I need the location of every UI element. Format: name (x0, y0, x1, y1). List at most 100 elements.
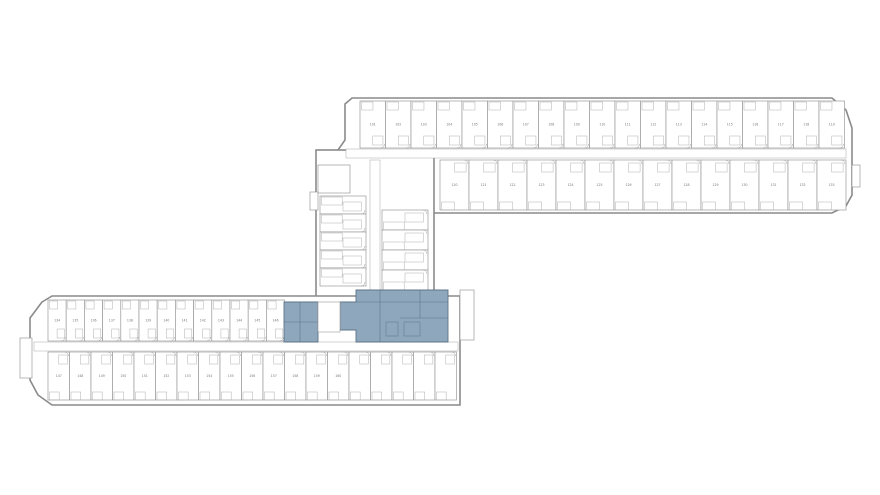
guest-room: 159 (305, 351, 328, 401)
room-number: 157 (271, 374, 277, 378)
room-number: 142 (200, 319, 206, 323)
room-number: 119 (829, 123, 835, 127)
entry-steps-left (309, 191, 319, 211)
guest-room: 104 (436, 100, 463, 149)
guest-room (319, 267, 367, 287)
room-number: 153 (185, 374, 191, 378)
entry-steps-lower-left (19, 337, 33, 379)
guest-room: 101 (359, 100, 386, 149)
guest-room: 129 (700, 159, 731, 211)
guest-room (391, 351, 414, 401)
room-number: 154 (206, 374, 212, 378)
guest-room: 105 (461, 100, 488, 149)
room-number: 152 (163, 374, 169, 378)
guest-room: 102 (385, 100, 412, 149)
guest-room: 136 (84, 299, 103, 342)
guest-room: 132 (787, 159, 818, 211)
room-number: 143 (218, 319, 224, 323)
guest-room (381, 269, 429, 291)
room-number: 123 (539, 183, 545, 187)
guest-room: 142 (193, 299, 213, 342)
room-number: 137 (109, 319, 115, 323)
room-number: 106 (497, 123, 503, 127)
guest-room: 140 (156, 299, 176, 342)
room-number: 140 (163, 319, 169, 323)
guest-room: 139 (138, 299, 158, 342)
guest-room: 118 (793, 100, 820, 149)
guest-room: 120 (439, 159, 470, 211)
room-number: 115 (727, 123, 733, 127)
room-number: 146 (273, 319, 279, 323)
room-number: 160 (335, 374, 341, 378)
guest-room: 148 (69, 351, 92, 401)
guest-room: 154 (198, 351, 221, 401)
room-number: 120 (452, 183, 458, 187)
room-number: 111 (625, 123, 631, 127)
room-number: 149 (99, 374, 105, 378)
guest-room: 113 (665, 100, 692, 149)
guest-room: 143 (211, 299, 231, 342)
room-number: 117 (778, 123, 784, 127)
room-number: 112 (650, 123, 656, 127)
room-number: 109 (574, 123, 580, 127)
guest-room: 123 (526, 159, 557, 211)
connector-rooms (319, 195, 429, 291)
room-number: 113 (676, 123, 682, 127)
room-number: 144 (236, 319, 242, 323)
room-number: 141 (182, 319, 188, 323)
room-number: 126 (626, 183, 632, 187)
guest-room: 152 (155, 351, 178, 401)
guest-room: 146 (266, 299, 285, 342)
guest-room: 160 (327, 351, 350, 401)
guest-room: 144 (229, 299, 249, 342)
guest-room: 133 (816, 159, 847, 211)
room-number: 136 (91, 319, 97, 323)
room-number: 101 (370, 123, 376, 127)
room-number: 131 (771, 183, 777, 187)
guest-room: 155 (219, 351, 242, 401)
guest-room (348, 351, 371, 401)
guest-room: 131 (758, 159, 789, 211)
room-number: 145 (254, 319, 260, 323)
room-number: 125 (597, 183, 603, 187)
guest-room: 158 (284, 351, 307, 401)
suite-right-block[interactable] (339, 289, 449, 343)
stairs (19, 164, 861, 379)
room-number: 116 (752, 123, 758, 127)
guest-room: 141 (175, 299, 194, 342)
room-number: 150 (120, 374, 126, 378)
guest-room: 147 (47, 351, 70, 401)
guest-room (381, 209, 429, 231)
guest-room (381, 229, 429, 251)
guest-room: 121 (468, 159, 499, 211)
guest-room: 134 (47, 299, 67, 342)
guest-room: 153 (176, 351, 199, 401)
room-number: 108 (548, 123, 554, 127)
room-number: 118 (803, 123, 809, 127)
room-number: 147 (56, 374, 62, 378)
connector-corridor (369, 159, 381, 297)
stair-block-upper (317, 164, 351, 194)
room-number: 114 (701, 123, 707, 127)
room-number: 155 (228, 374, 234, 378)
guest-room: 149 (90, 351, 113, 401)
guest-room: 115 (716, 100, 743, 149)
guest-room: 119 (818, 100, 845, 149)
guest-room: 145 (247, 299, 267, 342)
room-number: 151 (142, 374, 148, 378)
room-number: 122 (510, 183, 516, 187)
guest-room: 130 (729, 159, 760, 211)
highlighted-suite[interactable] (283, 289, 449, 343)
guest-room (319, 195, 367, 215)
room-number: 148 (77, 374, 83, 378)
guest-room: 137 (102, 299, 122, 342)
room-number: 107 (523, 123, 529, 127)
guest-room: 114 (691, 100, 718, 149)
room-number: 128 (684, 183, 690, 187)
guest-room: 138 (120, 299, 140, 342)
guest-room (319, 231, 367, 251)
